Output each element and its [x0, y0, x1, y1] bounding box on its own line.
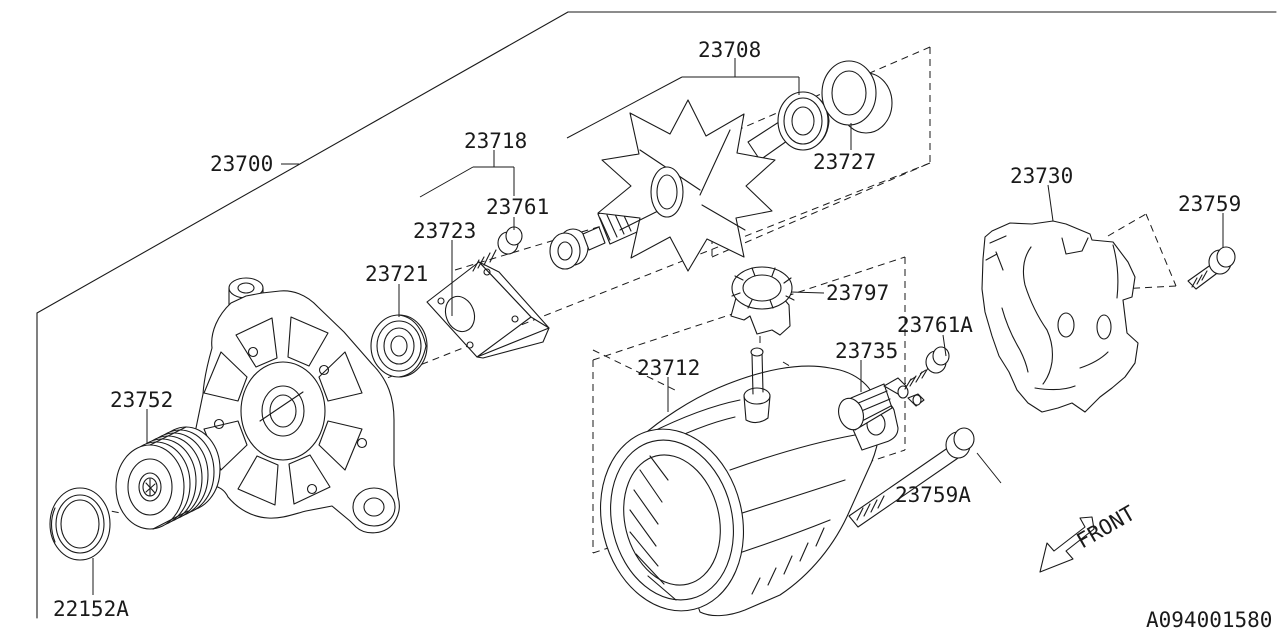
rear-bearing-drawing — [777, 91, 830, 151]
part-label-23797[interactable]: 23797 — [826, 281, 889, 305]
front-direction-indicator: FRONT — [1039, 501, 1140, 573]
bolt-23759a-drawing — [848, 427, 975, 528]
front-housing-drawing — [192, 277, 400, 534]
retainer-plate-drawing — [426, 261, 550, 359]
bolt-23759-drawing — [1187, 246, 1236, 290]
part-label-23723[interactable]: 23723 — [413, 219, 476, 243]
part-label-23752[interactable]: 23752 — [110, 388, 173, 412]
rotor-claw-poles — [597, 99, 776, 272]
collar-ring-drawing — [49, 487, 111, 561]
clamp-23735-drawing — [838, 377, 925, 431]
part-label-23712[interactable]: 23712 — [637, 356, 700, 380]
part-label-23708[interactable]: 23708 — [698, 38, 761, 62]
rear-cover-drawing — [981, 220, 1139, 413]
part-label-23735[interactable]: 23735 — [835, 339, 898, 363]
part-label-23700[interactable]: 23700 — [210, 152, 273, 176]
ring-23727-drawing — [821, 60, 893, 134]
diagram-border — [36, 11, 1277, 619]
screw-23761a-drawing — [904, 346, 950, 390]
part-label-23730[interactable]: 23730 — [1010, 164, 1073, 188]
part-labels: 23700 23708 23718 23761 23723 23721 2372… — [53, 38, 1241, 621]
screw-23761-drawing — [472, 226, 523, 272]
front-arrow-icon — [1039, 516, 1095, 573]
pulley-drawing — [115, 426, 221, 530]
part-label-23759a[interactable]: 23759A — [895, 483, 971, 507]
front-bearing-drawing — [370, 314, 428, 378]
leader-lines — [92, 58, 1224, 595]
part-label-23759[interactable]: 23759 — [1178, 192, 1241, 216]
stator-drawing — [599, 347, 899, 617]
diagram-code: A094001580 — [1146, 608, 1272, 632]
part-label-23721[interactable]: 23721 — [365, 262, 428, 286]
rotor-drawing — [549, 99, 795, 272]
part-label-23727[interactable]: 23727 — [813, 150, 876, 174]
front-arrow-label: FRONT — [1073, 501, 1140, 554]
bushing-23797-drawing — [730, 266, 795, 336]
part-label-22152a[interactable]: 22152A — [53, 597, 129, 621]
part-label-23761a[interactable]: 23761A — [897, 313, 973, 337]
part-label-23718[interactable]: 23718 — [464, 129, 527, 153]
part-label-23761[interactable]: 23761 — [486, 195, 549, 219]
